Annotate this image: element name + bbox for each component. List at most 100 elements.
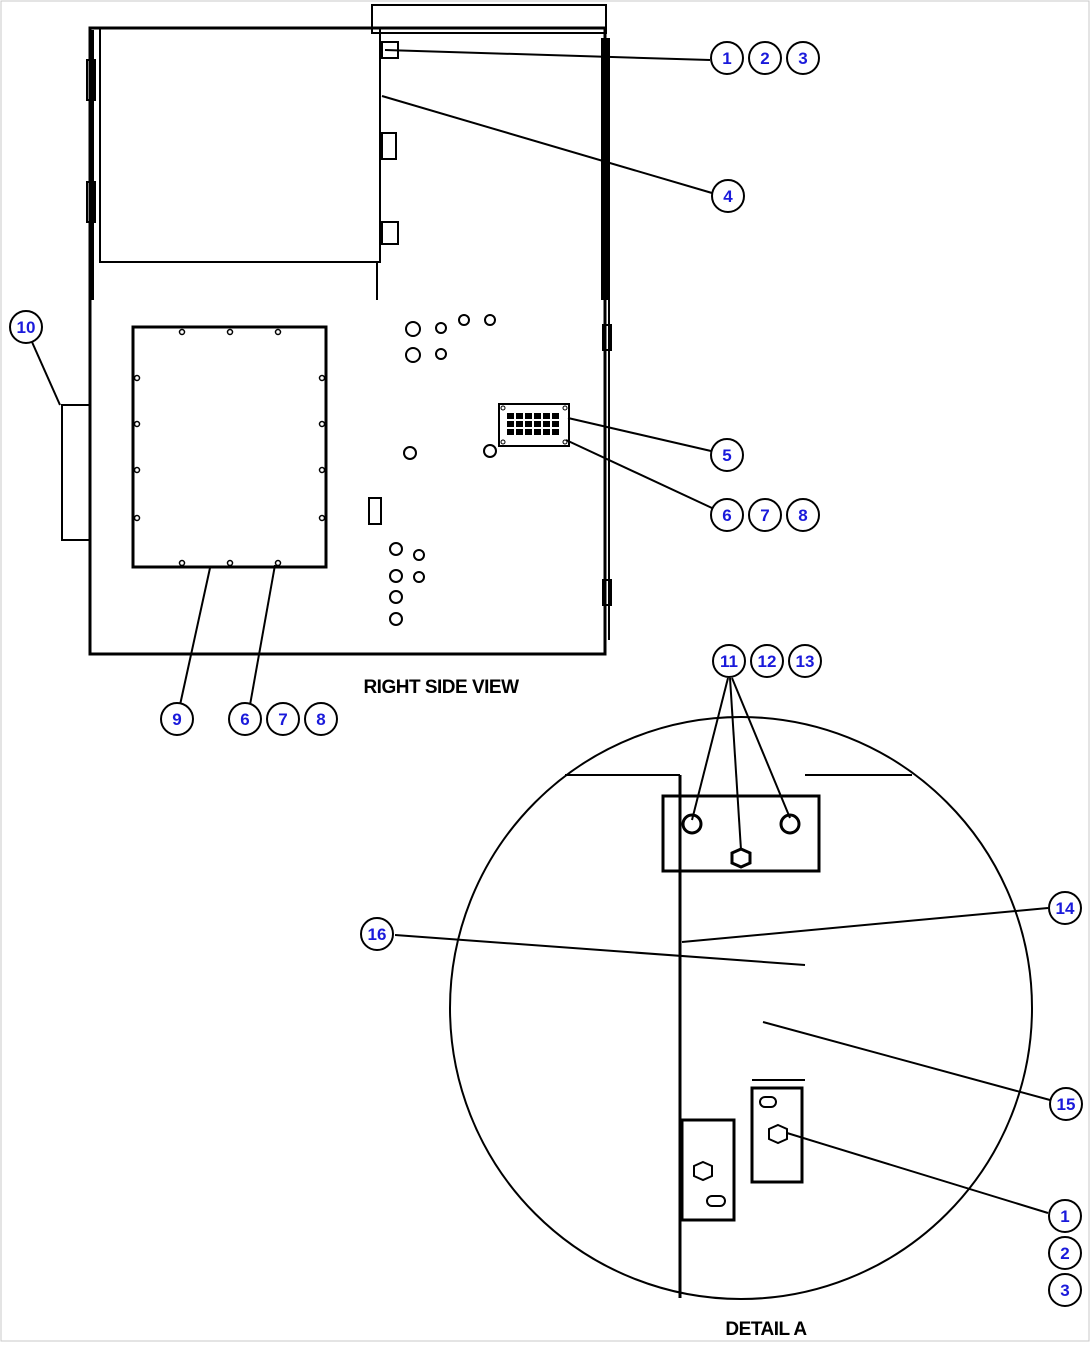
callout-11: 11 <box>712 644 746 678</box>
left-bracket <box>61 404 90 541</box>
callout-13: 13 <box>788 644 822 678</box>
callout-1: 1 <box>710 41 744 75</box>
connector-plate <box>498 403 570 447</box>
connector-pin <box>534 421 541 427</box>
callout-5: 5 <box>710 438 744 472</box>
access-plate <box>131 325 328 569</box>
callout-5-label: 5 <box>722 446 731 465</box>
callout-7: 7 <box>748 498 782 532</box>
port-hole <box>458 314 470 326</box>
plate-bolt <box>133 374 141 382</box>
plate-bolt <box>133 466 141 474</box>
plate-bolt <box>274 559 282 567</box>
bracket-bolt-right <box>779 813 801 835</box>
callout-15: 15 <box>1049 1087 1083 1121</box>
callout-9: 9 <box>160 702 194 736</box>
callout-14-label: 14 <box>1056 899 1075 918</box>
connector-pin <box>516 413 523 419</box>
connector-pin <box>516 421 523 427</box>
right-side-view-caption: RIGHT SIDE VIEW <box>363 677 519 698</box>
callout-8-label: 8 <box>798 506 807 525</box>
callout-2-detail: 2 <box>1048 1236 1082 1270</box>
right-rail <box>601 38 610 300</box>
callout-7-label: 7 <box>760 506 769 525</box>
plate-bolt <box>318 374 326 382</box>
port-hole <box>435 322 447 334</box>
connector-pin <box>552 421 559 427</box>
detail-circle <box>449 716 1033 1300</box>
callout-2: 2 <box>748 41 782 75</box>
plate-bolt <box>318 466 326 474</box>
port-hole <box>403 446 417 460</box>
plate-bolt <box>274 328 282 336</box>
hinge-lower <box>86 181 96 223</box>
plate-bolt <box>226 559 234 567</box>
plate-bolt <box>318 420 326 428</box>
mount-bracket <box>661 794 821 873</box>
plate-bolt <box>318 514 326 522</box>
bracket-bolt-center <box>730 847 752 869</box>
connector-pin <box>507 413 514 419</box>
connector-screw <box>500 405 506 411</box>
connector-pin <box>525 413 532 419</box>
callout-8: 8 <box>786 498 820 532</box>
connector-pin <box>534 429 541 435</box>
plate-bolt <box>133 420 141 428</box>
callout-6-label: 6 <box>722 506 731 525</box>
port-hole <box>389 612 403 626</box>
detail-a: DETAIL A <box>449 716 1033 1340</box>
connector-pin <box>525 421 532 427</box>
callout-16: 16 <box>360 917 394 951</box>
callout-4-label: 4 <box>723 187 733 206</box>
plate-bolt <box>178 559 186 567</box>
callout-1-label: 1 <box>722 49 731 68</box>
callout-10: 10 <box>9 310 43 344</box>
port-holes <box>389 314 497 626</box>
callout-2-label: 2 <box>760 49 769 68</box>
callout-10-label: 10 <box>17 318 36 337</box>
callout-3-detail: 3 <box>1048 1273 1082 1307</box>
callout-1-detail-label: 1 <box>1060 1207 1069 1226</box>
hinge-upper <box>86 59 96 101</box>
callout-6-lower: 6 <box>228 702 262 736</box>
callout-14: 14 <box>1048 891 1082 925</box>
top-tab <box>371 4 607 34</box>
port-hole <box>435 348 447 360</box>
connector-pin <box>507 421 514 427</box>
connector-pin <box>507 429 514 435</box>
callout-9-label: 9 <box>172 710 181 729</box>
callout-3: 3 <box>786 41 820 75</box>
port-hole <box>413 549 425 561</box>
latch-slot <box>381 132 397 160</box>
hinge-bracket-left <box>680 1118 736 1222</box>
connector-pin <box>516 429 523 435</box>
callout-6: 6 <box>710 498 744 532</box>
side-panel <box>88 26 607 656</box>
hinge-bracket-right <box>750 1086 804 1184</box>
callouts: 1 2 3 4 5 6 7 8 9 6 7 8 10 11 12 13 14 1… <box>9 41 1083 1307</box>
leader-lines <box>31 49 1051 1214</box>
port-hole <box>389 569 403 583</box>
plate-bolt <box>133 514 141 522</box>
port-hole <box>389 590 403 604</box>
callout-7-lower: 7 <box>266 702 300 736</box>
callout-8-lower-label: 8 <box>316 710 325 729</box>
callout-12: 12 <box>750 644 784 678</box>
port-hole <box>413 571 425 583</box>
connector-pin <box>525 429 532 435</box>
callout-13-label: 13 <box>796 652 815 671</box>
port-hole <box>405 347 421 363</box>
connector-screw <box>562 405 568 411</box>
connector-pin <box>543 413 550 419</box>
callout-1-detail: 1 <box>1048 1199 1082 1233</box>
port-hole <box>389 542 403 556</box>
callout-3-detail-label: 3 <box>1060 1281 1069 1300</box>
callout-7-lower-label: 7 <box>278 710 287 729</box>
callout-4: 4 <box>711 179 745 213</box>
connector-pin <box>534 413 541 419</box>
connector-screw <box>500 439 506 445</box>
callout-11-label: 11 <box>720 652 738 671</box>
plate-bolts <box>133 328 326 567</box>
